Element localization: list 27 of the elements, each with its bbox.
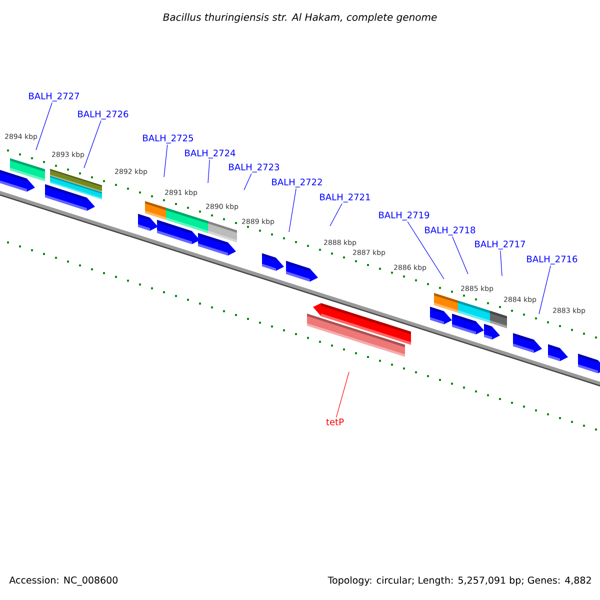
- gene-label: BALH_2723: [229, 164, 280, 172]
- gene-label: BALH_2727: [29, 92, 79, 102]
- accession-label: Accession: NC_008600: [9, 576, 118, 586]
- gene-label: BALH_2721: [320, 194, 370, 202]
- leader-line: [538, 265, 551, 314]
- gene-label: BALH_2718: [425, 226, 476, 236]
- leader-line: [36, 102, 52, 150]
- leader-line: [164, 144, 168, 178]
- leader-line: [288, 188, 296, 232]
- title: Bacillus thuringiensis str. Al Hakam, complete genome: [163, 13, 437, 23]
- leader-line: [500, 250, 502, 276]
- leader-line: [244, 173, 252, 190]
- gene-label: BALH_2724: [185, 150, 236, 158]
- gene-label: BALH_2719: [379, 212, 430, 220]
- leader-line: [84, 120, 102, 168]
- genome-info-label: Topology: circular; Length: 5,257,091 bp; Genes: 4,882: [328, 576, 591, 586]
- leader-line: [330, 203, 342, 226]
- gene-label: tetP: [326, 418, 344, 426]
- leader-line: [452, 236, 468, 274]
- gene-label: BALH_2716: [527, 256, 578, 264]
- leader-line: [407, 221, 444, 280]
- leader-line: [208, 159, 210, 184]
- gene-label: BALH_2717: [475, 240, 525, 250]
- gene-label: BALH_2726: [78, 110, 128, 120]
- gene-label: BALH_2725: [143, 134, 193, 144]
- leader-line: [336, 372, 350, 418]
- gene-label: BALH_2722: [272, 178, 322, 188]
